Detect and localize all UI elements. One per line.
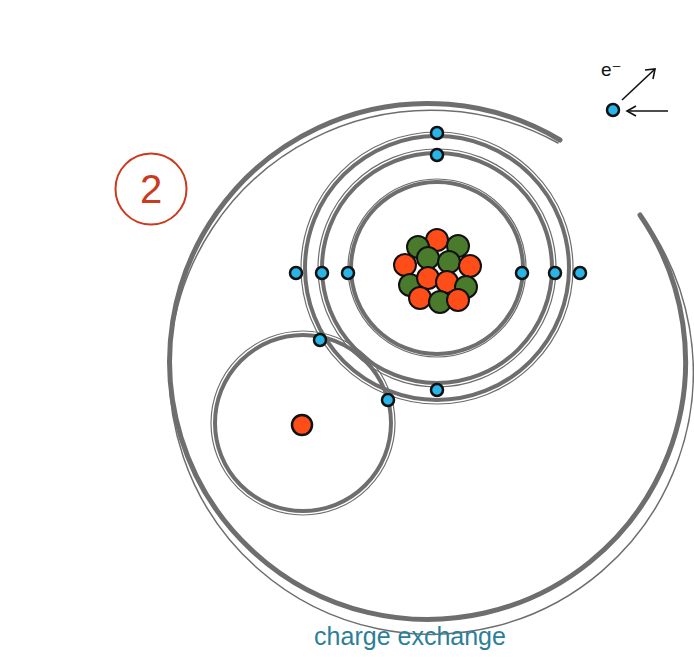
callout-number: 2 <box>140 169 162 209</box>
outer-orbit-sketch <box>169 110 693 634</box>
inner-shell-sketch <box>348 179 526 357</box>
outer-shell <box>305 136 569 400</box>
outer-shell-sketch <box>301 132 573 404</box>
electron-label: e⁻ <box>601 58 622 81</box>
ion <box>292 415 312 435</box>
ion-orbit <box>215 335 391 511</box>
callout-circle: 2 <box>114 152 188 226</box>
electrons <box>290 104 619 406</box>
inner-shell <box>351 182 523 354</box>
ion-orbit-sketch <box>211 331 395 515</box>
caption: charge exchange <box>314 622 506 651</box>
outer-orbit <box>170 103 686 619</box>
nucleus <box>394 229 481 313</box>
motion-arrows <box>622 69 668 116</box>
